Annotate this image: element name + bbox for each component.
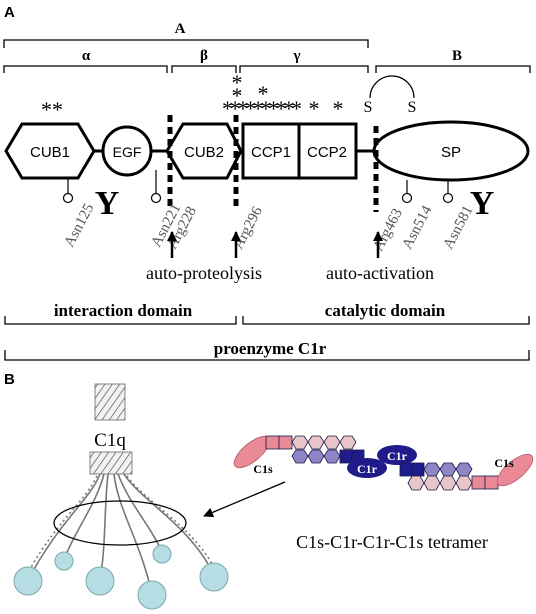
c1s-right-cub-b <box>439 475 457 491</box>
domain-egf-label: EGF <box>113 144 142 160</box>
c1s-c1r-c1r-c1s-tetramer <box>233 435 534 491</box>
c1q-head-2 <box>54 551 74 571</box>
panel-a-label: A <box>4 4 15 21</box>
chain-a-bracket <box>3 39 369 48</box>
domain-sp-label: SP <box>441 144 461 161</box>
c1q-head-4 <box>137 580 167 610</box>
c1q-stalk-bottom <box>89 451 133 475</box>
c1s-left-cub-a <box>291 435 309 450</box>
c1s-right-label: C1s <box>494 456 514 470</box>
asterisks-cub1: ** <box>41 97 63 122</box>
chain-b-label: B <box>452 48 462 64</box>
catalytic-domain-bracket <box>242 316 530 325</box>
c1r-left-label: C1r <box>357 462 378 476</box>
chain-a-label: A <box>175 21 186 37</box>
beta-bracket <box>171 65 237 73</box>
alpha-label: α <box>82 48 91 64</box>
disulfide-s-right: S <box>408 99 417 116</box>
gamma-label: γ <box>292 48 300 64</box>
auto-proteolysis-label: auto-proteolysis <box>146 263 262 283</box>
site-label-asn581: Asn581 <box>440 203 476 252</box>
glycan-symbol-left: Y <box>95 185 120 222</box>
c1r-left-ccp1 <box>339 449 353 464</box>
site-marker-asn125 <box>62 192 74 204</box>
c1r-left-cub-b <box>323 449 341 464</box>
site-label-arg463: Arg463 <box>370 206 406 254</box>
beta-label: β <box>200 48 208 64</box>
site-label-asn125: Asn125 <box>61 201 97 250</box>
disulfide-s-left: S <box>364 99 373 116</box>
domain-cub2 <box>165 122 243 180</box>
c1s-left-cub-c <box>339 435 357 450</box>
disulfide-bridge <box>369 75 415 99</box>
c1q-head-1 <box>13 566 43 596</box>
c1q-collagen-arms <box>24 473 218 595</box>
chain-b-bracket <box>375 65 531 73</box>
binding-arrow <box>203 481 286 518</box>
asterisk-raised: * <box>258 81 269 106</box>
c1s-right-cub-a <box>407 475 425 491</box>
c1s-right-sp <box>496 453 534 487</box>
alpha-bracket <box>3 65 168 73</box>
c1s-right-egf <box>423 475 441 491</box>
c1q-head-6 <box>199 562 229 592</box>
c1s-left-ccp1 <box>265 435 280 450</box>
c1r-right-cub-b <box>455 462 473 477</box>
asterisk-ccp2-a: * <box>309 96 320 121</box>
c1s-left-ccp2 <box>278 435 293 450</box>
c1r-right-ccp1 <box>399 462 413 477</box>
interaction-domain-label: interaction domain <box>54 301 193 320</box>
domain-ccp1-label: CCP1 <box>251 144 291 161</box>
asterisk-ccp2-b: * <box>333 96 344 121</box>
c1s-right-ccp2 <box>484 475 499 490</box>
c1r-left-egf <box>307 449 325 464</box>
domain-ccp2-label: CCP2 <box>307 144 347 161</box>
c1s-left-egf <box>307 435 325 450</box>
tetramer-label: C1s-C1r-C1r-C1s tetramer <box>296 532 488 552</box>
proenzyme-label: proenzyme C1r <box>214 339 327 358</box>
site-marker-asn581 <box>442 192 454 204</box>
c1r-right-label: C1r <box>387 449 408 463</box>
c1r-right-sp <box>377 445 417 465</box>
interaction-domain-bracket <box>4 316 237 325</box>
catalytic-domain-label: catalytic domain <box>325 301 446 320</box>
asterisk-upper: * <box>232 83 243 108</box>
c1q-stalk-top <box>94 383 126 421</box>
c1s-left-cub-b <box>323 435 341 450</box>
site-label-asn514: Asn514 <box>399 203 435 252</box>
binding-region-ellipse <box>53 500 187 546</box>
c1s-right-ccp1 <box>471 475 486 490</box>
asterisk-top: * <box>232 70 243 95</box>
auto-activation-label: auto-activation <box>326 263 434 283</box>
proenzyme-bracket <box>4 350 530 361</box>
c1r-right-cub-a <box>423 462 441 477</box>
site-marker-asn221 <box>150 192 162 204</box>
c1q-label: C1q <box>94 430 126 451</box>
gamma-bracket <box>239 65 369 73</box>
c1r-left-cub-a <box>291 449 309 464</box>
glycan-symbol-right: Y <box>470 185 495 222</box>
c1q-molecule <box>13 383 229 610</box>
domain-cub2-label: CUB2 <box>184 144 224 161</box>
site-marker-asn514 <box>401 192 413 204</box>
c1s-right-cub-c <box>455 475 473 491</box>
c1q-head-5 <box>152 544 172 564</box>
panel-b-label: B <box>4 371 15 388</box>
c1r-left-sp <box>347 458 387 478</box>
c1q-head-3 <box>85 566 115 596</box>
c1r-right-egf <box>439 462 457 477</box>
c1r-right-ccp2 <box>411 462 425 477</box>
domain-cub1-label: CUB1 <box>30 144 70 161</box>
c1s-left-label: C1s <box>253 462 273 476</box>
